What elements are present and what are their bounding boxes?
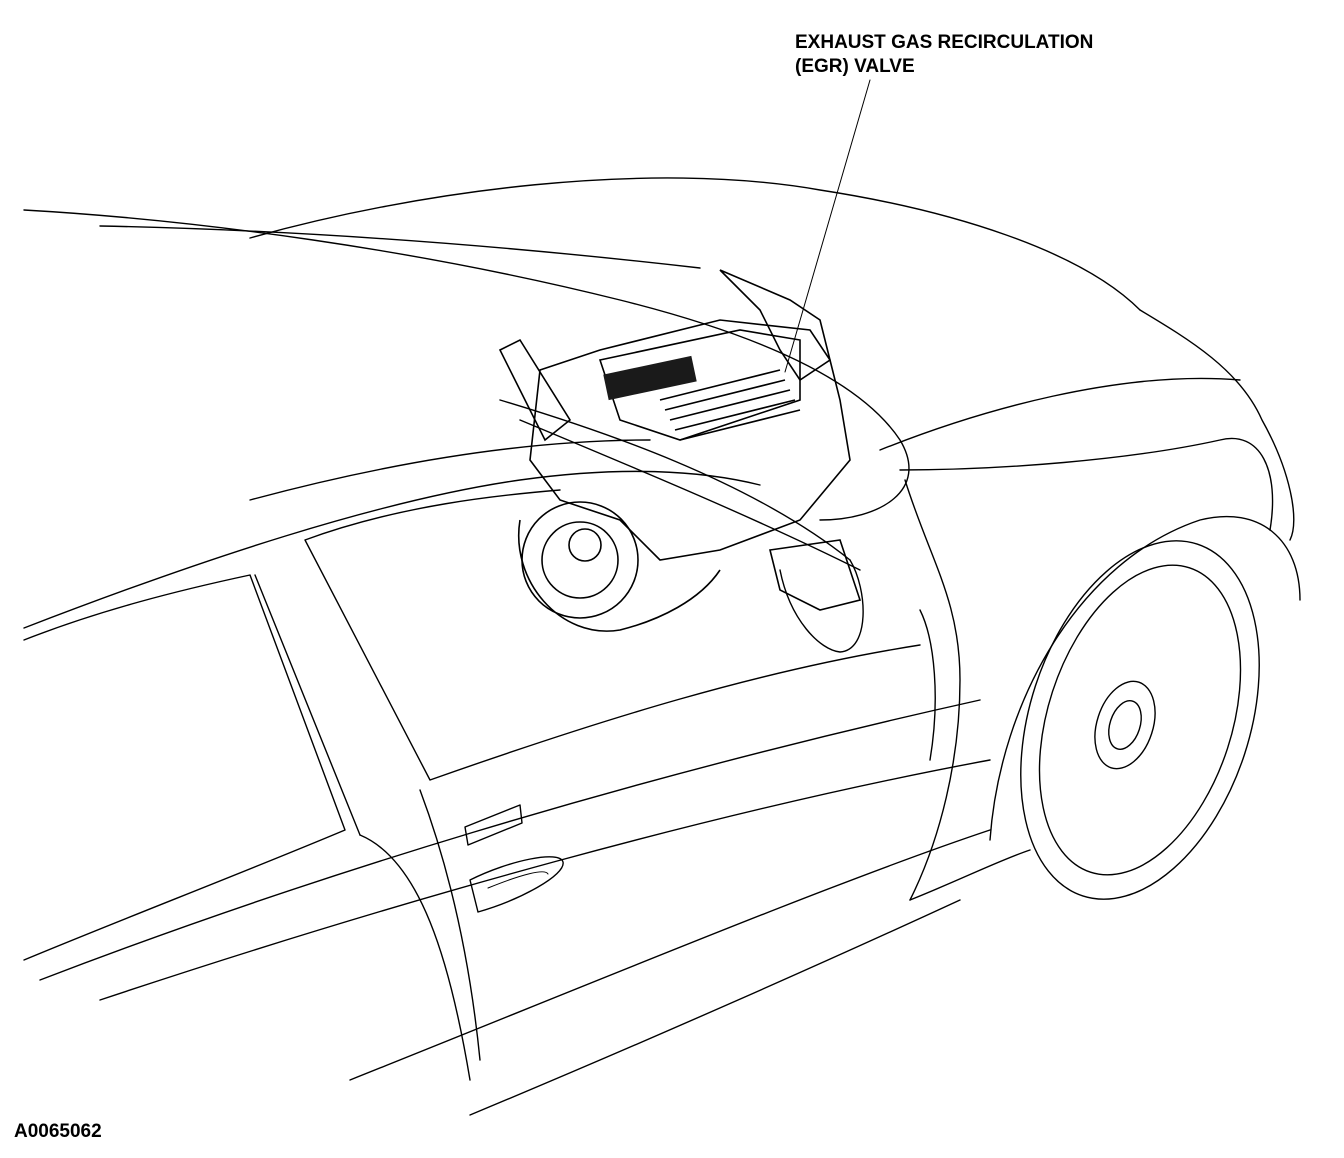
vehicle-body-outline [23,177,1295,1116]
egr-callout-label-line1: EXHAUST GAS RECIRCULATION [795,32,1094,53]
egr-callout-label-line2: (EGR) VALVE [795,56,915,77]
callout-leader-line [784,79,871,373]
engine-assembly [498,269,864,653]
figure-id-label: A0065062 [14,1121,102,1142]
front-wheel [989,515,1301,900]
